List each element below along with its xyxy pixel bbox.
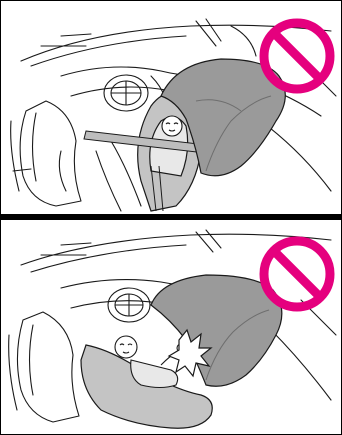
prohibition-icon xyxy=(264,241,330,307)
car-interior-illustration-bottom xyxy=(1,220,341,434)
panel-bottom xyxy=(1,220,341,434)
car-interior-illustration-top xyxy=(1,1,341,214)
panel-top xyxy=(1,1,341,214)
prohibition-icon xyxy=(264,23,330,89)
